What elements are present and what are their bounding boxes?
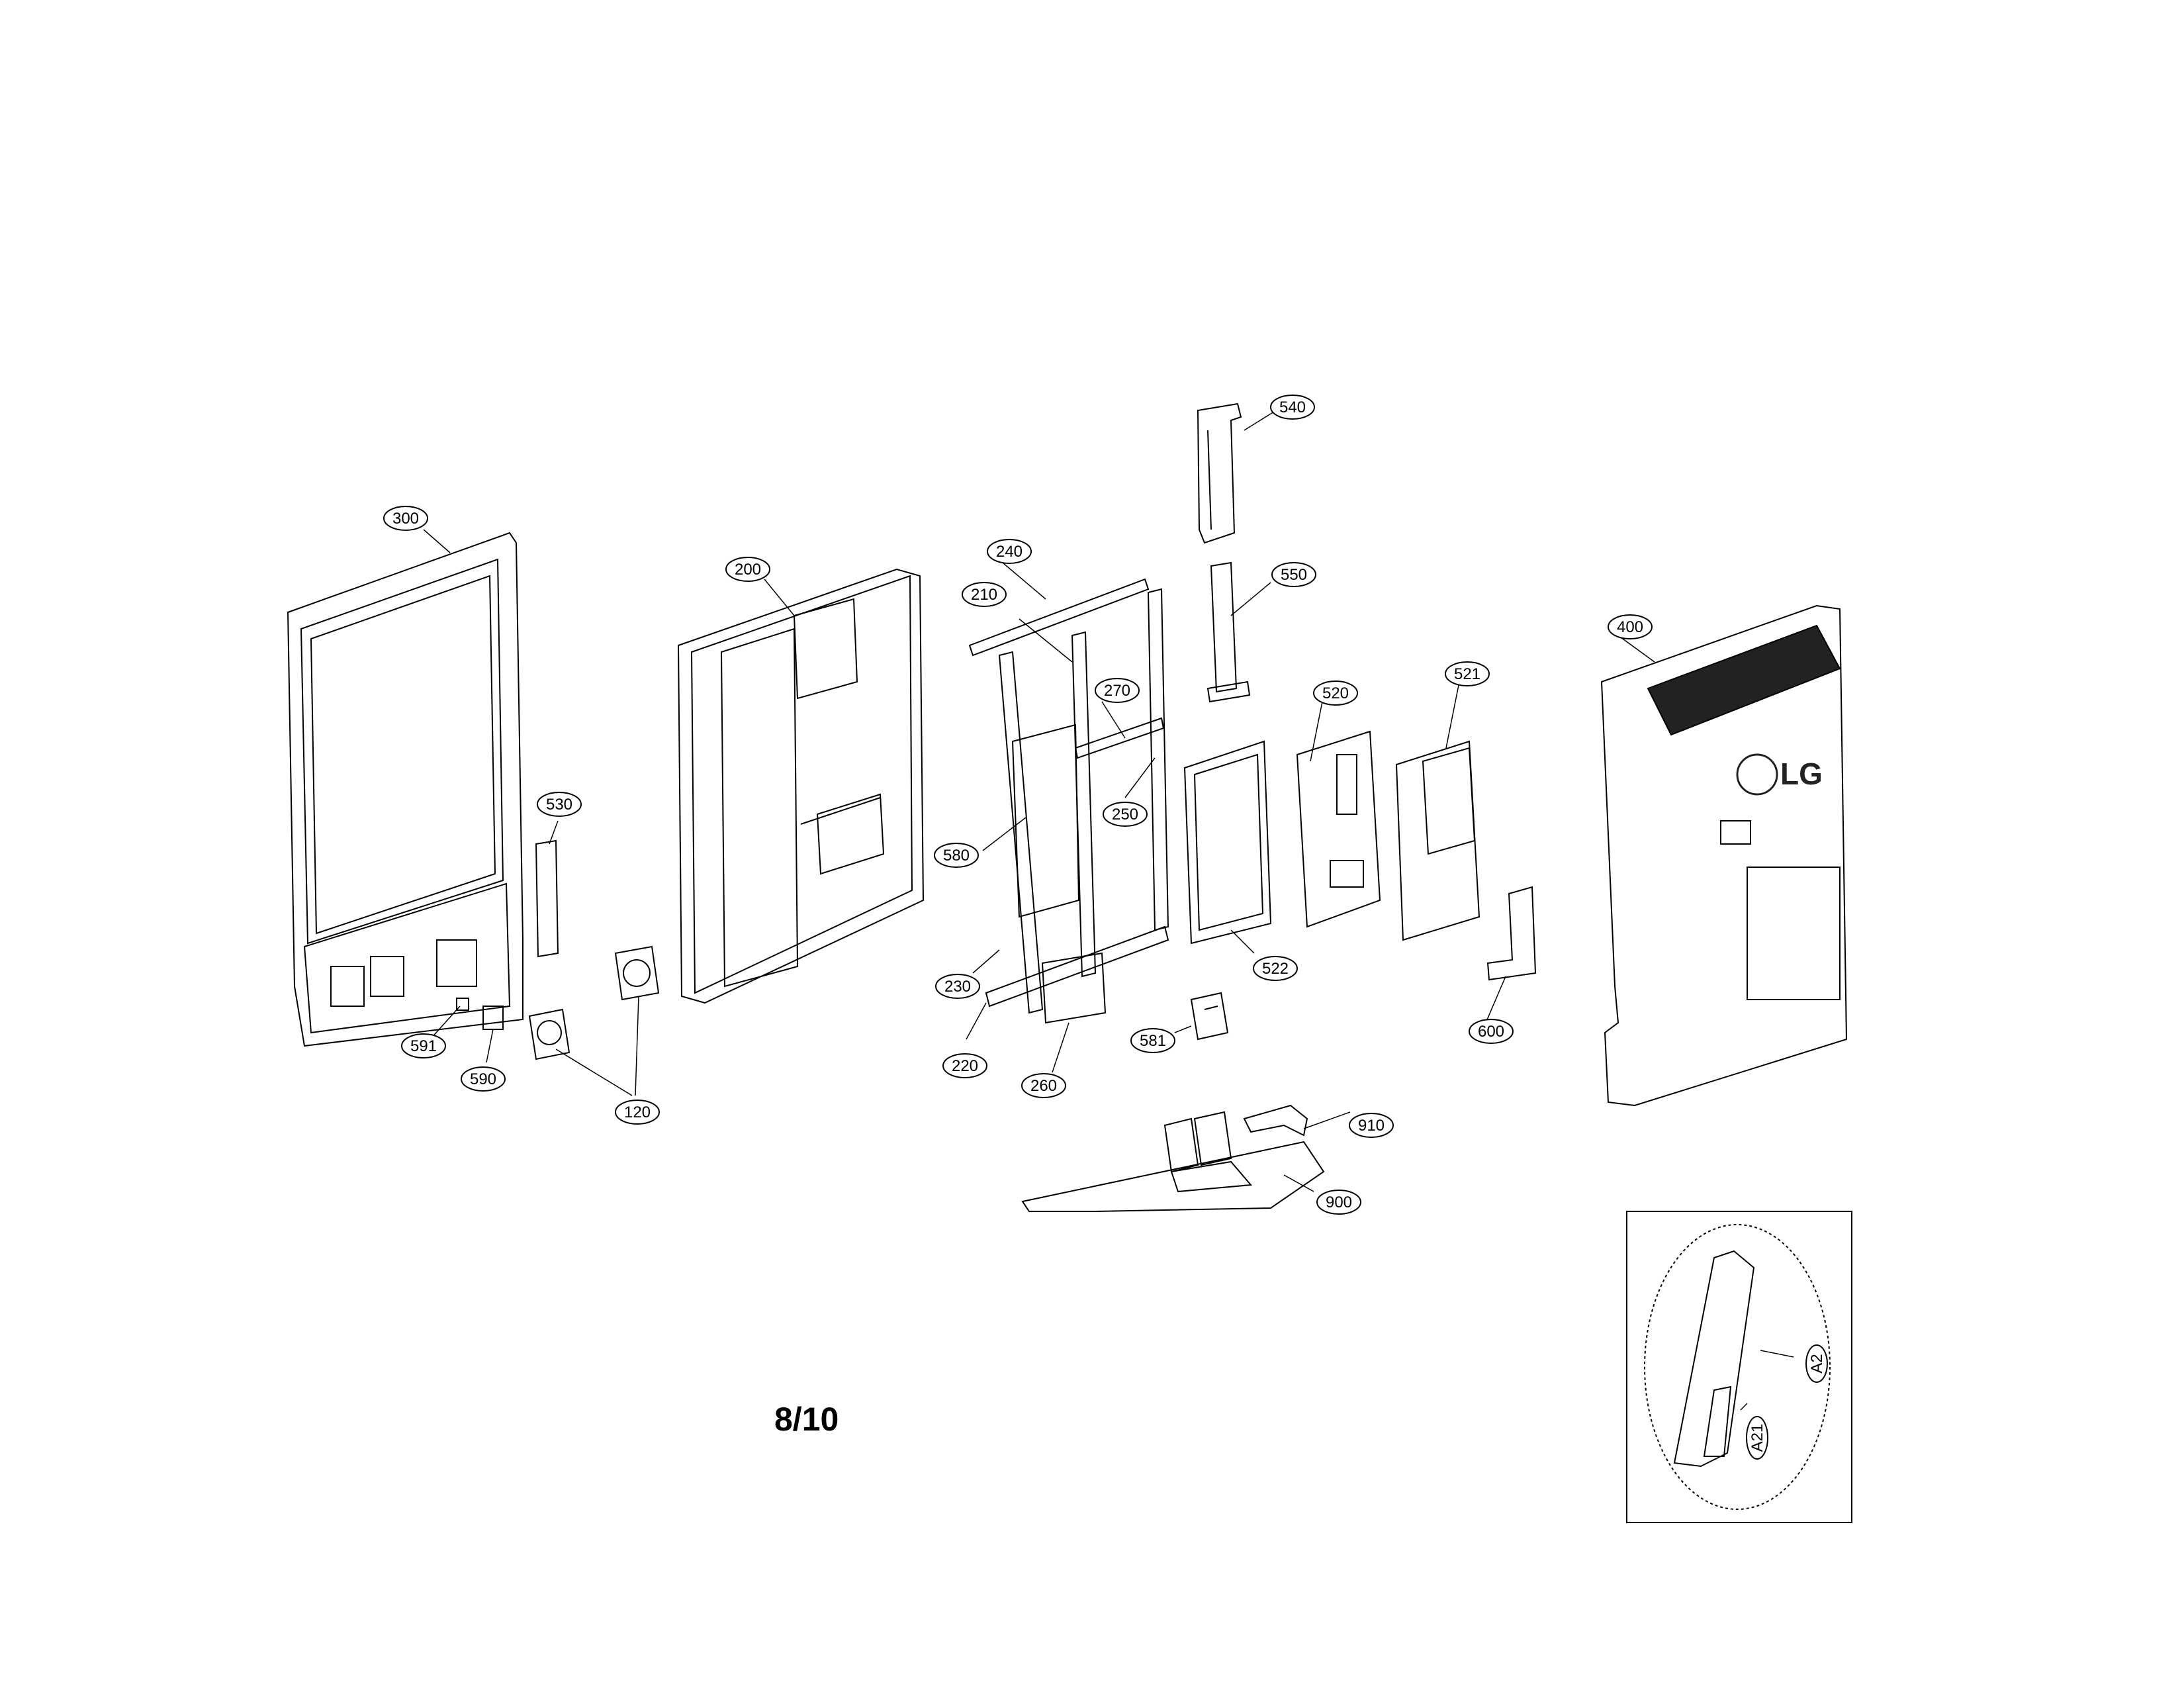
svg-text:210: 210 bbox=[971, 586, 997, 604]
svg-text:270: 270 bbox=[1104, 682, 1130, 700]
svg-text:600: 600 bbox=[1478, 1023, 1504, 1041]
callout-220: 220 bbox=[942, 1053, 987, 1078]
callout-120: 120 bbox=[615, 1100, 660, 1125]
callout-210: 210 bbox=[962, 582, 1007, 607]
svg-text:250: 250 bbox=[1112, 806, 1138, 823]
callout-581: 581 bbox=[1130, 1028, 1175, 1053]
callout-910: 910 bbox=[1349, 1113, 1394, 1138]
part-910-stand-cover bbox=[1243, 1104, 1308, 1137]
part-400-back-cover bbox=[1600, 604, 1848, 1107]
callout-521: 521 bbox=[1445, 661, 1490, 686]
part-550-strip-board bbox=[1206, 561, 1251, 703]
part-900-stand-base bbox=[1021, 1111, 1325, 1212]
callout-200: 200 bbox=[725, 557, 770, 582]
svg-text:530: 530 bbox=[546, 796, 572, 814]
svg-text:581: 581 bbox=[1140, 1032, 1166, 1050]
svg-text:521: 521 bbox=[1454, 665, 1480, 683]
callout-270: 270 bbox=[1095, 678, 1140, 703]
part-530-key-panel bbox=[535, 839, 559, 958]
callout-900: 900 bbox=[1316, 1190, 1361, 1215]
svg-text:590: 590 bbox=[470, 1070, 496, 1088]
lg-logo: LG bbox=[1736, 753, 1823, 796]
callout-600: 600 bbox=[1469, 1019, 1514, 1044]
svg-text:A21: A21 bbox=[1749, 1424, 1766, 1452]
part-540-bracket bbox=[1197, 402, 1242, 544]
part-520-main-board bbox=[1296, 730, 1381, 928]
part-300-front-bezel bbox=[287, 532, 523, 1047]
svg-text:400: 400 bbox=[1617, 618, 1643, 636]
part-581 bbox=[1190, 992, 1229, 1041]
svg-text:230: 230 bbox=[944, 978, 971, 996]
svg-text:220: 220 bbox=[952, 1057, 978, 1075]
svg-text:520: 520 bbox=[1322, 684, 1349, 702]
detail-inset bbox=[1626, 1211, 1852, 1523]
svg-text:240: 240 bbox=[996, 543, 1023, 561]
svg-text:200: 200 bbox=[735, 561, 761, 579]
svg-text:120: 120 bbox=[624, 1103, 651, 1121]
page-number: 8/10 bbox=[774, 1401, 839, 1438]
svg-text:550: 550 bbox=[1281, 566, 1307, 584]
part-600-side-jack bbox=[1486, 886, 1537, 981]
callout-522: 522 bbox=[1253, 956, 1298, 981]
callout-540: 540 bbox=[1270, 395, 1315, 420]
part-521-shield-cover bbox=[1395, 740, 1480, 941]
callout-240: 240 bbox=[987, 539, 1032, 564]
svg-text:300: 300 bbox=[392, 510, 419, 528]
part-210-chassis-frame bbox=[968, 578, 1169, 1024]
callout-530: 530 bbox=[537, 792, 582, 817]
svg-text:910: 910 bbox=[1358, 1117, 1385, 1135]
part-591 bbox=[456, 998, 469, 1011]
callout-400: 400 bbox=[1608, 614, 1653, 639]
callout-230: 230 bbox=[935, 974, 980, 999]
callout-590: 590 bbox=[461, 1066, 506, 1092]
callout-250: 250 bbox=[1103, 802, 1148, 827]
svg-text:540: 540 bbox=[1279, 399, 1306, 416]
svg-text:591: 591 bbox=[410, 1037, 437, 1055]
svg-text:522: 522 bbox=[1262, 960, 1289, 978]
callout-591: 591 bbox=[401, 1033, 446, 1058]
svg-text:260: 260 bbox=[1030, 1077, 1057, 1095]
part-522-shield-plate bbox=[1183, 740, 1272, 945]
svg-text:LG: LG bbox=[1780, 757, 1823, 791]
callout-A21: A21 bbox=[1746, 1416, 1768, 1460]
callout-A2: A2 bbox=[1805, 1344, 1828, 1383]
svg-text:A2: A2 bbox=[1808, 1354, 1826, 1373]
callout-520: 520 bbox=[1313, 680, 1358, 706]
part-120-speakers bbox=[528, 945, 660, 1060]
callout-580: 580 bbox=[934, 843, 979, 868]
part-200-panel-module bbox=[677, 568, 925, 1004]
leader-lines bbox=[423, 411, 1794, 1411]
callout-300: 300 bbox=[383, 506, 428, 531]
svg-text:580: 580 bbox=[943, 847, 970, 865]
callout-260: 260 bbox=[1021, 1073, 1066, 1098]
svg-text:900: 900 bbox=[1326, 1194, 1352, 1211]
callout-550: 550 bbox=[1271, 562, 1316, 587]
